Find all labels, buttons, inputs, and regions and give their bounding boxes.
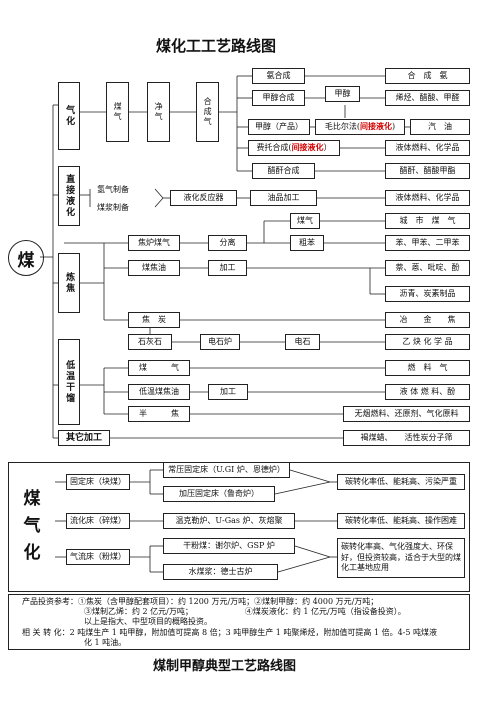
coking-city-gas: 城 市 煤 气: [385, 213, 470, 229]
root-coal-circle: 煤: [8, 240, 44, 276]
product-synthetic-ammonia: 合 成 氨: [385, 68, 470, 84]
coking-pitch: 沥青、炭素制品: [385, 286, 470, 302]
coking-naphthalene: 萘、蒽、吡啶、酚: [385, 260, 470, 276]
coking-metallurgical-coke: 冶 金 焦: [385, 312, 470, 328]
branch-other-processing: 其它加工: [58, 430, 110, 446]
lowtemp-smokeless-fuel: 无烟燃料、还原剂、气化原料: [343, 406, 470, 422]
gasifier-fixed-press: 加压固定床（鲁奇炉）: [163, 486, 275, 502]
route-carbonyl-synthesis: 醋酐合成: [252, 163, 315, 179]
coking-btx: 苯、甲苯、二甲苯: [385, 235, 470, 251]
gasifier-fixed-bed: 固定床（块煤）: [66, 474, 130, 490]
coking-gas: 煤气: [290, 213, 320, 229]
route-mobil-process: 毛比尔法(间接液化): [315, 119, 405, 135]
lowtemp-liquid-fuel: 液 体 燃 料、酚: [385, 384, 470, 400]
direct-reactor: 液化反应器: [170, 190, 237, 206]
coking-tar-processing: 加工: [208, 260, 247, 276]
other-product: 褐煤蜡、 活性炭分子筛: [343, 430, 470, 446]
lowtemp-tar: 低温煤焦油: [128, 384, 190, 400]
mobil-end: ): [392, 122, 396, 132]
gasifier-entrained-bed: 气流床（粉煤）: [66, 549, 130, 565]
direct-product: 液体燃料、化学品: [385, 190, 470, 206]
gasifier-fluid-note: 碳转化率低、能耗高、操作困难: [337, 513, 465, 529]
notes-line-3: 以上是指大、中型项目的概略投资。: [84, 617, 212, 626]
branch-direct-liquefaction: 直接液化: [58, 166, 80, 226]
ft-end: ）: [323, 143, 332, 153]
product-gasoline: 汽 油: [410, 119, 470, 135]
coking-acetylene-chem: 乙 炔 化 学 品: [385, 334, 470, 350]
gasifier-fluid-bed: 流化床（碎煤）: [66, 513, 130, 529]
direct-oil-processing: 油品加工: [250, 190, 317, 206]
gasifier-heading: 煤气化: [19, 488, 40, 570]
ft-label: 费托合成(: [256, 143, 292, 153]
gasifier-fixed-note: 碳转化率低、能耗高、污染严重: [337, 474, 465, 490]
coking-oven-gas: 焦炉煤气: [128, 235, 180, 251]
gasifier-dry-feed: 干粉煤：谢尔炉、GSP 炉: [163, 538, 295, 554]
branch-gasification: 气化: [58, 82, 80, 150]
page-title: 煤化工工艺路线图: [156, 37, 277, 55]
lowtemp-gas: 煤 气: [128, 360, 190, 376]
lowtemp-fuel-gas: 燃 料 气: [385, 360, 470, 376]
coking-limestone: 石灰石: [128, 334, 172, 350]
branch-low-temp-carbonization: 低温干馏: [58, 339, 80, 425]
gas-coal-gas: 煤气: [106, 82, 129, 142]
direct-slurry-prep: 煤浆制备: [97, 203, 129, 212]
notes-line-4: 相 关 转 化：2 吨煤生产 1 吨甲醇，附加值可提高 8 倍；3 吨甲醇生产 …: [22, 628, 438, 637]
gasifier-fixed-atm: 常压固定床（U.GI 炉、恩德炉）: [163, 462, 290, 478]
product-olefins: 烯烃、醋酸、甲醛: [385, 90, 470, 106]
coking-coal-tar: 煤焦油: [128, 260, 180, 276]
coking-calcium-carbide: 电石: [285, 334, 320, 350]
ft-indirect-label: 间接液化: [291, 142, 324, 153]
coking-carbide-furnace: 电石炉: [200, 334, 240, 350]
notes-line-1: 产品投资参考：①焦炭（含甲醇配套项目）：约 1200 万元/万吨；②煤制甲醇：约…: [22, 597, 379, 606]
route-methanol-synthesis: 甲醇合成: [252, 90, 305, 106]
direct-hydrogen-prep: 氢气制备: [97, 185, 129, 194]
notes-line-5: 化 1 吨油。: [84, 638, 127, 647]
route-fischer-tropsch: 费托合成(间接液化）: [248, 140, 340, 156]
mobil-indirect-label: 间接液化: [360, 121, 392, 132]
gasifier-fluid-types: 温克勒炉、U-Gas 炉、灰熔聚: [163, 513, 295, 529]
branch-coking: 炼焦: [58, 253, 80, 313]
notes-line-2: ③煤制乙烯：约 2 亿元/万吨； ④煤炭液化：约 1 亿元/万吨（指设备投资）。: [84, 607, 406, 616]
gas-clean-gas: 净气: [147, 82, 170, 142]
root-label: 煤: [17, 250, 35, 271]
gas-syngas: 合成气: [196, 82, 219, 142]
coking-coke: 焦 炭: [128, 312, 180, 328]
footer-title: 煤制甲醇典型工艺路线图: [153, 659, 297, 674]
route-methanol: 甲醇: [325, 86, 360, 102]
coking-crude-benzene: 粗苯: [290, 235, 324, 251]
gasifier-entrained-note: 碳转化率高、气化强度大、环保好，但投资较高，适合于大型的煤化工基地应用: [337, 538, 465, 578]
coking-separation: 分离: [208, 235, 247, 251]
mobil-label: 毛比尔法(: [324, 122, 360, 132]
lowtemp-processing: 加工: [208, 384, 248, 400]
notes-panel: [8, 594, 470, 650]
lowtemp-semi-coke: 半 焦: [128, 406, 190, 422]
product-acetic-anhydride: 醋酐、醋酸甲酯: [385, 163, 470, 179]
route-ammonia-synthesis: 氨合成: [252, 68, 305, 84]
route-methanol-product: 甲醇（产品）: [248, 119, 310, 135]
product-liquid-fuel: 液体燃料、化学品: [385, 140, 470, 156]
gasifier-slurry-feed: 水煤浆：德士古炉: [163, 564, 278, 580]
